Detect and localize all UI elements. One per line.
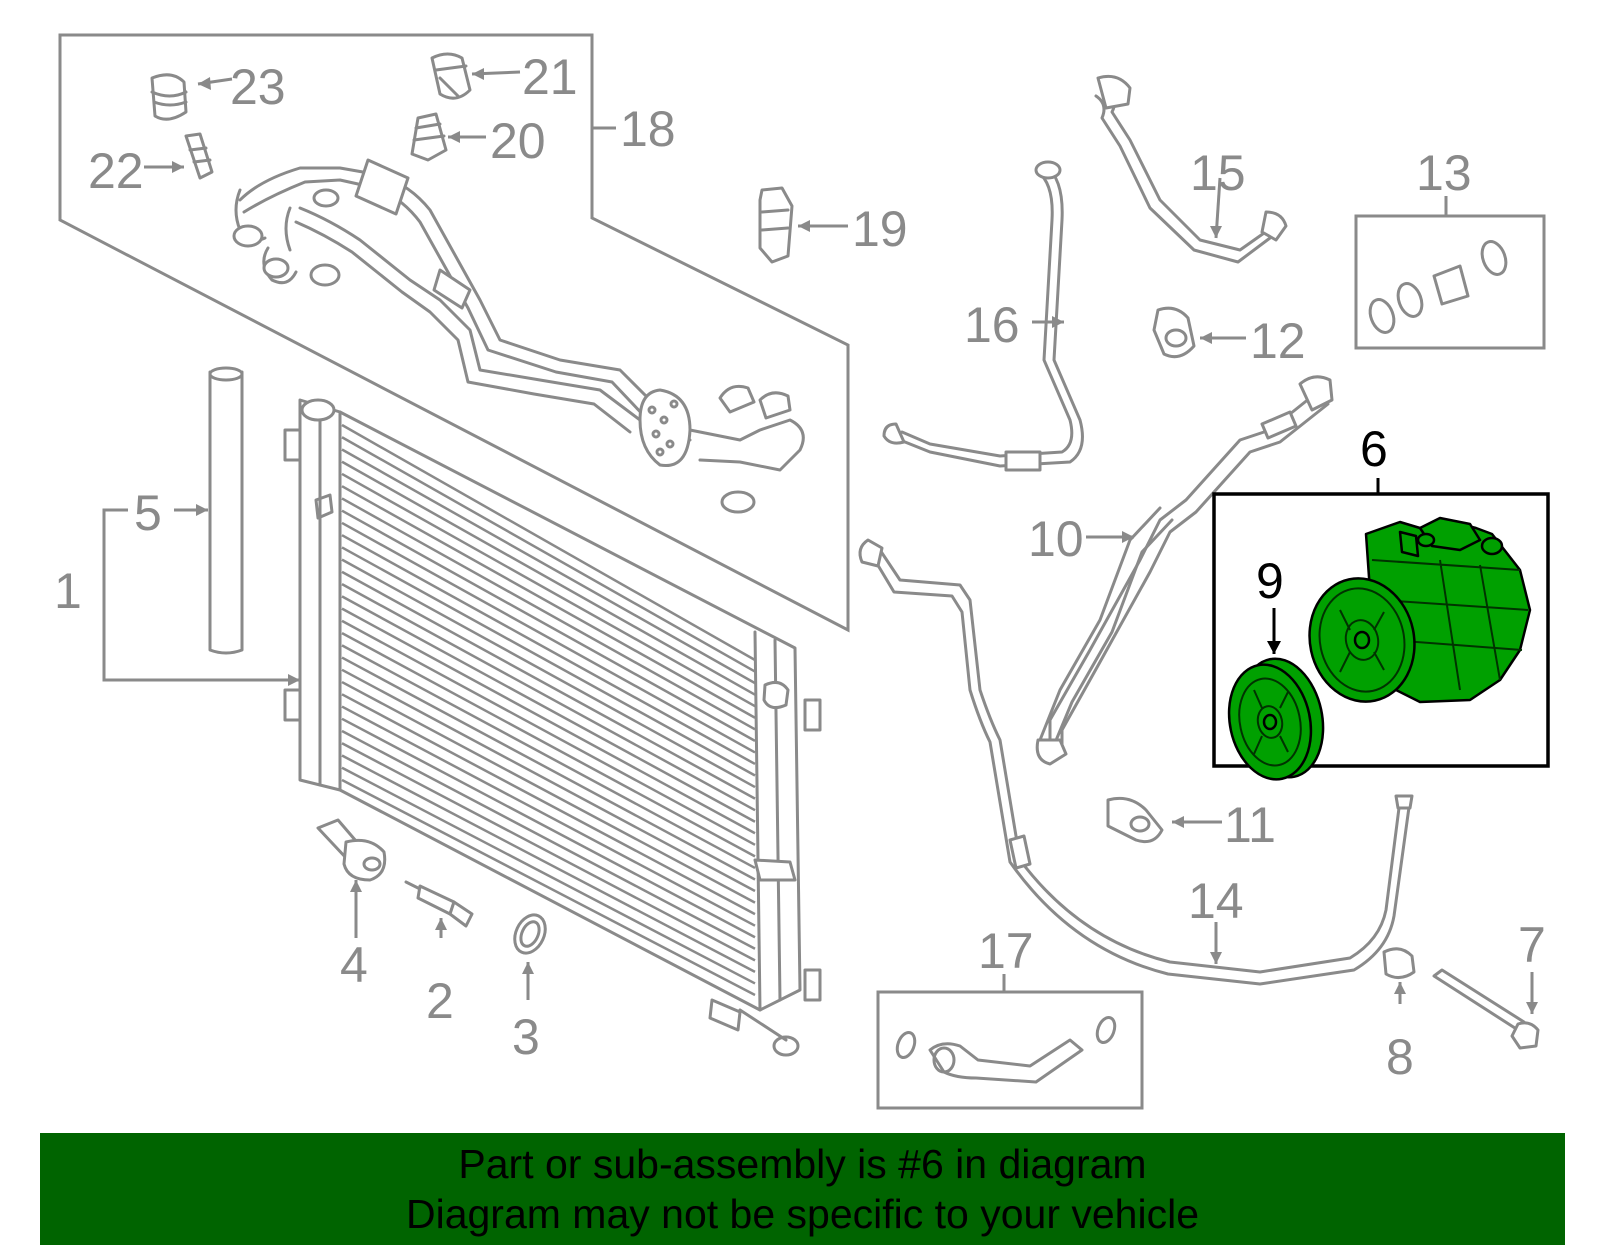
callout-22: 22 (88, 143, 144, 199)
part-18-hoses (232, 158, 805, 514)
callout-10: 10 (1028, 511, 1084, 567)
callout-14: 14 (1188, 873, 1244, 929)
fin-line (341, 668, 756, 893)
part-14-line (858, 538, 1414, 986)
fin-line (341, 583, 756, 812)
fin-line (341, 607, 756, 835)
callout-11: 11 (1224, 797, 1276, 853)
fin-line (341, 436, 756, 673)
part-16-line (882, 160, 1084, 472)
callout-6: 6 (1360, 421, 1388, 477)
part-5-drier (208, 366, 244, 655)
part-11-clip (1106, 796, 1164, 844)
fin-line (341, 644, 756, 870)
callout-labels: 1 2 3 4 5 6 7 8 9 10 11 12 13 14 15 16 1… (54, 49, 1546, 1085)
callout-18: 18 (620, 101, 676, 157)
fin-line (341, 742, 756, 962)
fin-line (341, 632, 756, 858)
callout-13: 13 (1416, 145, 1472, 201)
part-13-seal-kit (1354, 214, 1546, 350)
callout-16: 16 (964, 297, 1020, 353)
part-8-bushing (1382, 947, 1416, 979)
callout-20: 20 (490, 113, 546, 169)
callout-17: 17 (978, 923, 1034, 979)
fin-line (341, 460, 756, 696)
callout-12: 12 (1250, 313, 1306, 369)
callout-9: 9 (1256, 553, 1284, 609)
part-2-sensor (404, 880, 474, 928)
callout-23: 23 (230, 59, 286, 115)
fin-line (341, 729, 756, 950)
fin-line (341, 497, 756, 731)
fin-line (341, 693, 756, 916)
callout-3: 3 (512, 1009, 540, 1065)
fin-line (341, 705, 756, 927)
notice-line-2: Diagram may not be specific to your vehi… (405, 1191, 1199, 1237)
condenser-fins (341, 423, 756, 997)
callout-19: 19 (852, 201, 908, 257)
fin-line (341, 485, 756, 719)
fin-line (341, 521, 756, 754)
callout-2: 2 (426, 973, 454, 1029)
fin-line (341, 423, 756, 662)
fin-line (341, 546, 756, 777)
part-17-pipe-kit (876, 990, 1144, 1110)
fin-line (341, 595, 756, 823)
callout-4: 4 (340, 937, 368, 993)
callout-15: 15 (1190, 145, 1246, 201)
fin-line (341, 534, 756, 766)
callout-1: 1 (54, 563, 82, 619)
callout-7: 7 (1518, 917, 1546, 973)
callout-5: 5 (134, 485, 162, 541)
part-3-oring (513, 913, 547, 955)
notice-banner: Part or sub-assembly is #6 in diagram Di… (40, 1133, 1565, 1245)
fin-line (341, 509, 756, 742)
callout-21: 21 (522, 49, 578, 105)
fin-line (341, 766, 756, 985)
fin-line (341, 717, 756, 939)
part-7-bolt (1432, 968, 1540, 1050)
fin-line (341, 619, 756, 846)
part-10-line (1035, 375, 1334, 766)
part-4-pressure-switch (316, 818, 387, 882)
fin-line (341, 472, 756, 708)
part-15-line (1094, 74, 1288, 264)
part-21-cap (430, 52, 472, 100)
part-23-cap (150, 73, 188, 121)
part-22-valve (184, 132, 214, 180)
notice-line-1: Part or sub-assembly is #6 in diagram (458, 1141, 1147, 1187)
fin-line (341, 558, 756, 789)
hose-assembly-group-18 (58, 33, 850, 633)
part-20-valve (410, 112, 448, 162)
part-19-bracket (758, 186, 794, 264)
compressor-body (1308, 516, 1532, 704)
callout-8: 8 (1386, 1029, 1414, 1085)
leader-lines (102, 68, 1538, 1014)
part-9-pulley (1227, 657, 1325, 781)
fin-line (341, 680, 756, 904)
part-1-condenser (283, 398, 822, 1057)
part-6-compressor-box (1212, 492, 1550, 781)
fin-line (341, 656, 756, 881)
part-12-clip (1152, 306, 1196, 359)
fin-line (341, 778, 756, 997)
fin-line (341, 754, 756, 974)
fin-line (341, 448, 756, 685)
fin-line (341, 570, 756, 800)
